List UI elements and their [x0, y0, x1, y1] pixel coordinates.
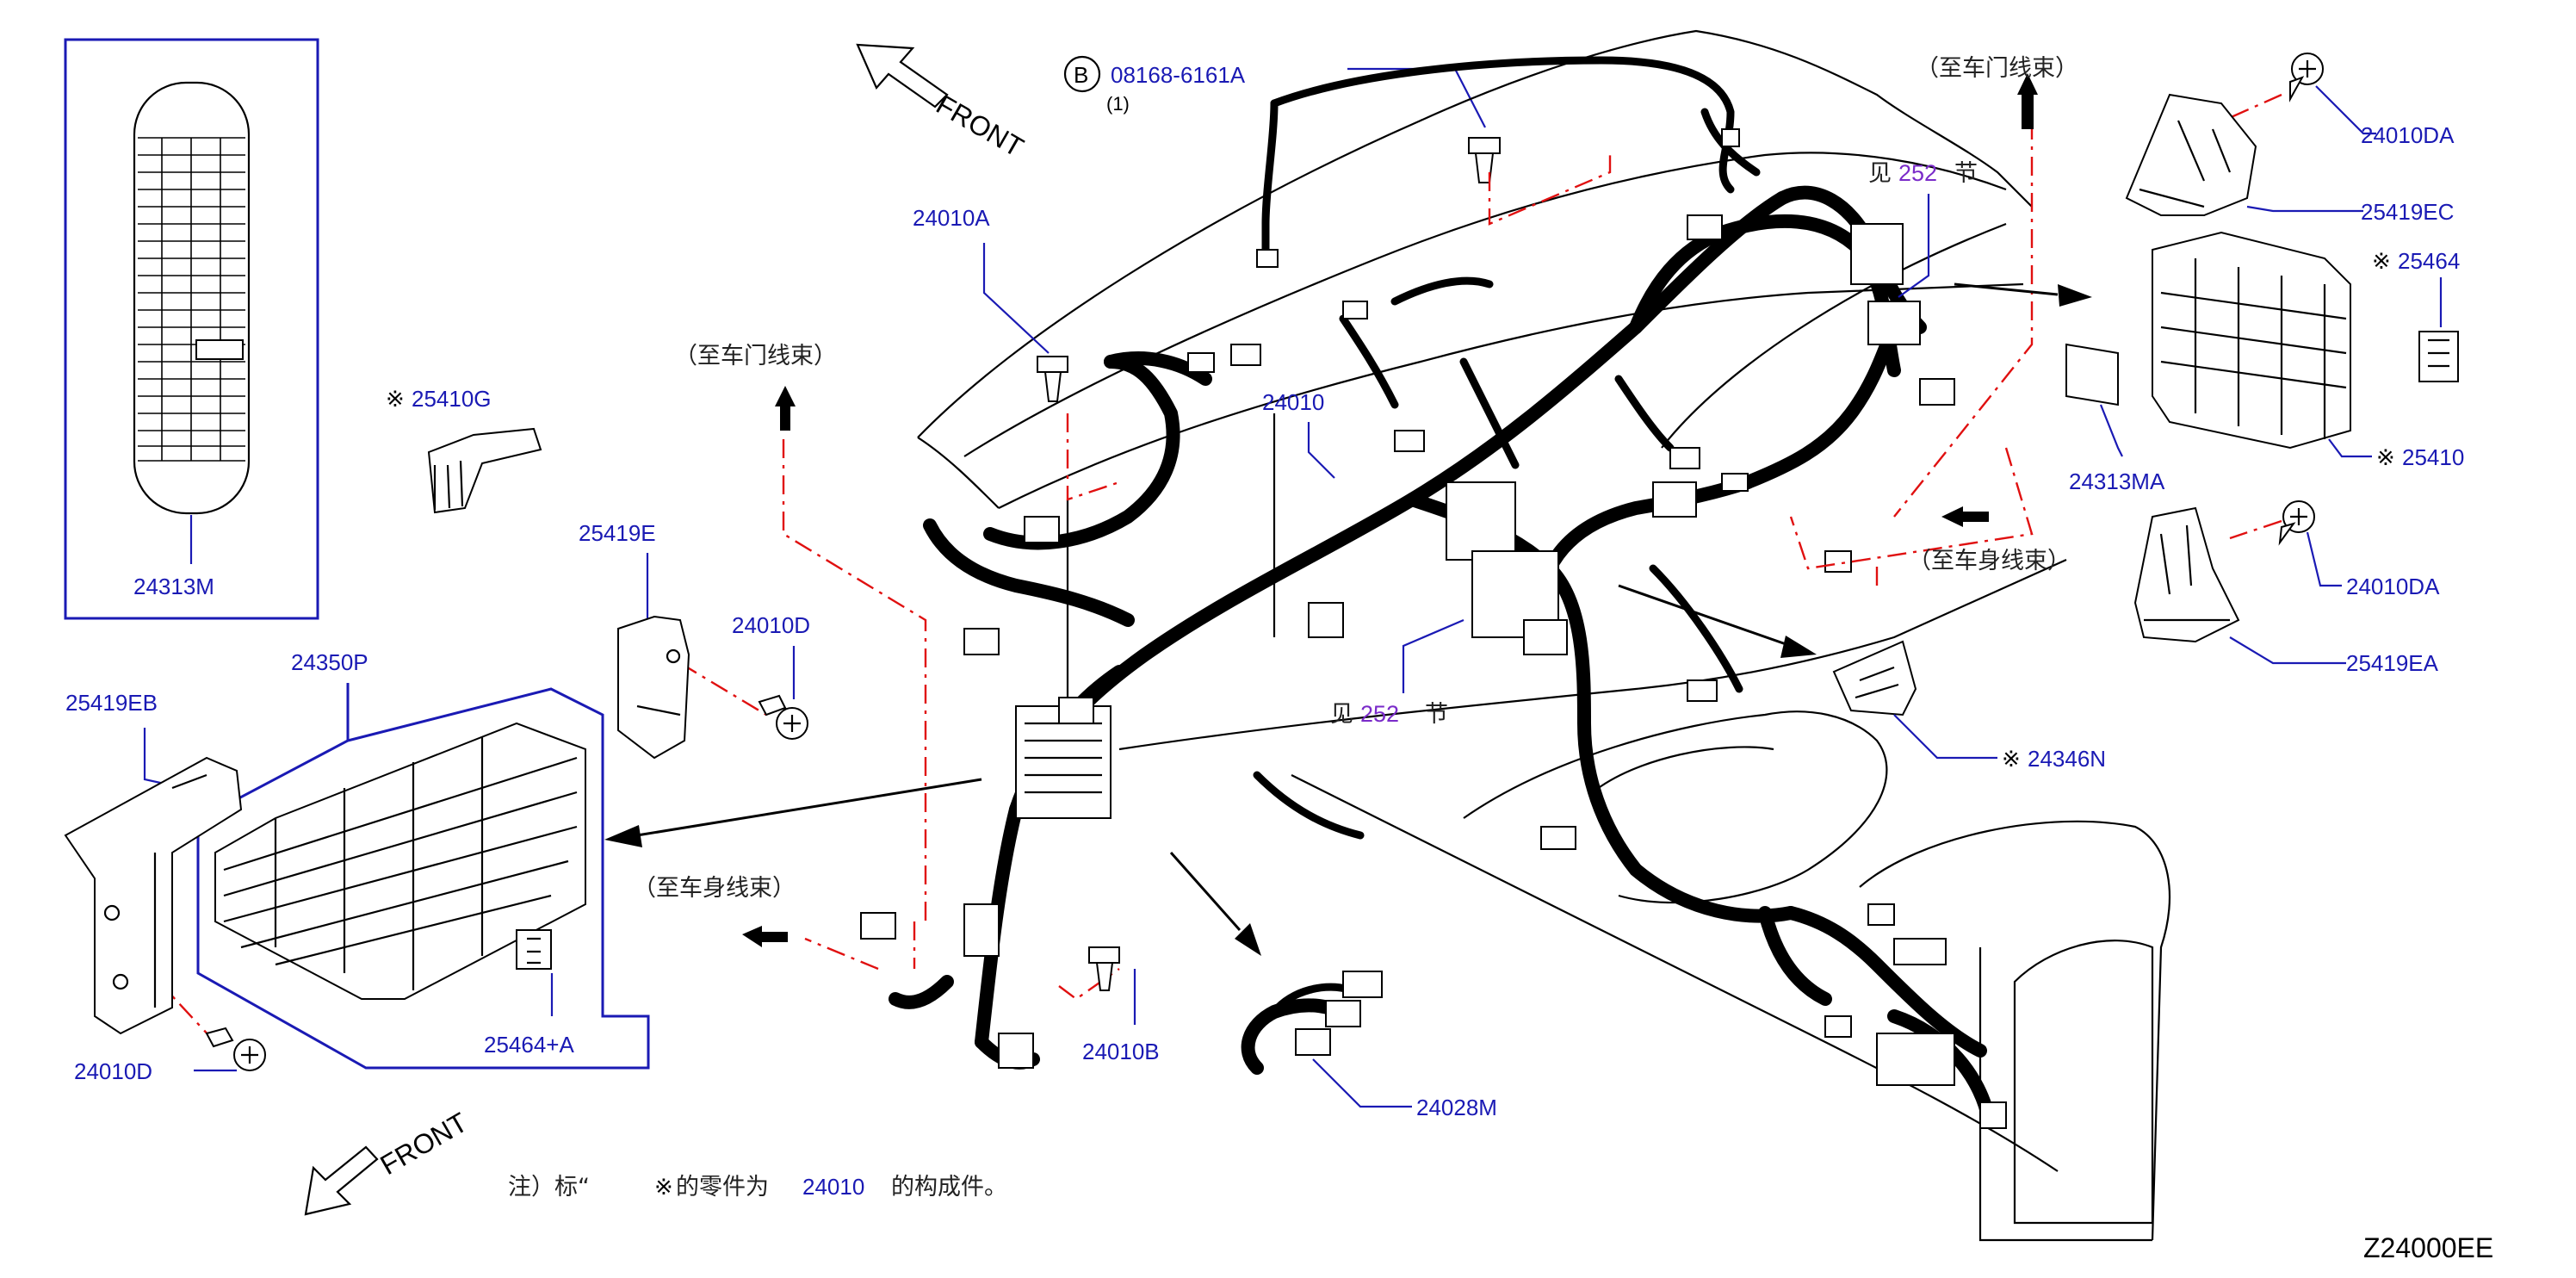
bolt-24010D-lower: 24010D [74, 1027, 266, 1084]
part-label-24028M: 24028M [1416, 1095, 1497, 1120]
fuse-block-24350P: 24350P 25464+A [196, 649, 650, 1070]
front-label-top: FRONT [932, 89, 1029, 163]
part-label-24010DA-upper: 24010DA [2361, 122, 2455, 148]
part-label-25410G: 25410G [412, 386, 492, 412]
bolt-08168-6161A: B 08168-6161A (1) [1063, 55, 1501, 183]
part-label-25419EA: 25419EA [2346, 650, 2439, 676]
note-to-body-harness-right: （至车身线束） [1908, 548, 2071, 574]
see-page-ref-b[interactable]: 252 [1360, 701, 1399, 727]
bolt-24010DA-lower: 24010DA [2278, 500, 2440, 599]
part-label-24010DA-lower: 24010DA [2346, 574, 2440, 599]
part-label-24010: 24010 [1262, 389, 1324, 415]
bracket-24346N: ※ 24346N [1832, 640, 2106, 772]
see-prefix-b: 见 [1330, 701, 1353, 728]
bracket-25419E: 25419E [579, 520, 690, 760]
part-label-25410: 25410 [2402, 444, 2464, 470]
front-arrow-bottom: FRONT [304, 1107, 473, 1216]
diagram-code: Z24000EE [2363, 1232, 2493, 1263]
bracket-25419EA: 25419EA [2133, 506, 2439, 676]
part-label-08168-6161A: 08168-6161A [1111, 62, 1246, 88]
front-arrow-top: FRONT [856, 43, 1029, 163]
relay-box-25410: ※ 25410 [2152, 231, 2464, 470]
mark-symbol: ※ [2002, 746, 2021, 772]
part-label-24010D-lower: 24010D [74, 1058, 152, 1084]
footnote-suffix: 的构成件。 [891, 1174, 1007, 1200]
part-label-24350P: 24350P [291, 649, 368, 675]
part-label-24313M: 24313M [133, 574, 214, 599]
footnote-prefix: 注）标“ [508, 1174, 590, 1200]
part-label-24010A: 24010A [913, 205, 990, 231]
bolt-24010D-upper: 24010D [732, 612, 810, 740]
harness-label-24010: 24010 [1262, 389, 1335, 479]
see-suffix-a: 节 [1954, 160, 1978, 187]
bolt-24010A: 24010A [913, 205, 1068, 402]
part-label-24313MA: 24313MA [2069, 468, 2165, 494]
routing-notes: （至车门线束） （至车门线束） （至车身线束） （至车身线束） 见 252 节 … [633, 55, 2078, 902]
relay-25410G: ※ 25410G [386, 386, 542, 514]
relay-25464: ※ 25464 [2372, 248, 2460, 382]
front-label-bottom: FRONT [375, 1107, 473, 1181]
harness-connectors [860, 128, 2007, 1129]
bolt-24010B: 24010B [1082, 946, 1160, 1064]
wire-harness-24010 [889, 56, 1996, 1126]
footnote: 注）标“ ※ 的零件为 24010 的构成件。 [508, 1174, 1007, 1200]
part-label-25464-A: 25464+A [484, 1032, 574, 1058]
part-label-24010D-upper: 24010D [732, 612, 810, 638]
part-label-25464: 25464 [2398, 248, 2460, 274]
note-to-body-harness-left: （至车身线束） [633, 875, 796, 902]
direction-arrows [604, 73, 2092, 956]
dashboard-outline [917, 29, 2171, 1242]
see-suffix-b: 节 [1425, 701, 1448, 728]
bracket-25419EB: 25419EB [64, 690, 243, 1035]
note-to-door-harness-top: （至车门线束） [1916, 55, 2078, 82]
label-card-24313MA: 24313MA [2065, 343, 2165, 494]
see-prefix-a: 见 [1868, 160, 1892, 187]
part-label-24346N: 24346N [2028, 746, 2106, 772]
note-to-door-harness-left: （至车门线束） [674, 343, 837, 369]
harness-24028M: 24028M [1241, 971, 1497, 1120]
bolt-24010DA-upper: 24010DA [2289, 53, 2455, 148]
part-qty: (1) [1106, 93, 1130, 115]
bracket-25419EC: 25419EC [2125, 93, 2454, 225]
part-label-25419EB: 25419EB [65, 690, 158, 716]
footnote-mid: 的零件为 [676, 1174, 769, 1200]
part-label-25419EC: 25419EC [2361, 199, 2454, 225]
part-label-25419E: 25419E [579, 520, 656, 546]
mark-symbol: ※ [2372, 248, 2391, 274]
footnote-part: 24010 [802, 1174, 864, 1200]
see-page-ref-a[interactable]: 252 [1898, 160, 1937, 186]
footnote-mark: ※ [654, 1174, 673, 1200]
mark-symbol: ※ [2376, 444, 2395, 470]
dashed-leader-lines [154, 93, 2282, 1039]
mark-symbol: ※ [386, 386, 405, 412]
circle-letter: B [1074, 62, 1088, 88]
fuse-label-card: 24313M [64, 38, 319, 620]
part-label-24010B: 24010B [1082, 1039, 1160, 1064]
